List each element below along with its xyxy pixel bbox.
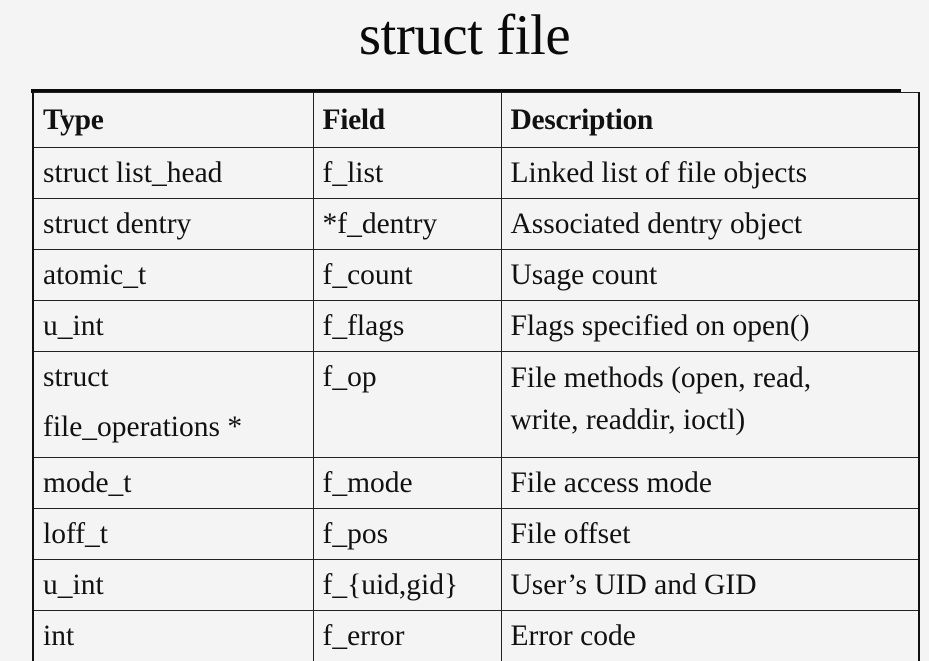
table-row: struct file_operations * f_op File metho… — [32, 351, 920, 458]
field-cell: *f_dentry — [312, 198, 502, 250]
type-cell: struct list_head — [32, 147, 314, 199]
column-header-type: Type — [32, 92, 314, 148]
table-row: struct dentry *f_dentry Associated dentr… — [32, 198, 920, 250]
column-header-description: Description — [500, 92, 920, 148]
description-cell: Associated dentry object — [500, 198, 920, 250]
table-row: int f_error Error code — [32, 610, 920, 661]
table-header-row: Type Field Description — [32, 92, 920, 148]
description-cell: File methods (open, read, write, readdir… — [500, 351, 920, 458]
table-row: u_int f_flags Flags specified on open() — [32, 300, 920, 352]
table-row: atomic_t f_count Usage count — [32, 249, 920, 301]
table-row: mode_t f_mode File access mode — [32, 457, 920, 509]
slide-title: struct file — [358, 4, 571, 67]
description-cell: Usage count — [500, 249, 920, 301]
type-cell: atomic_t — [32, 249, 314, 301]
description-cell-line: write, readdir, ioctl) — [510, 404, 746, 436]
type-cell: u_int — [32, 300, 314, 352]
field-cell: f_op — [312, 351, 502, 458]
field-cell: f_error — [312, 610, 502, 661]
type-cell: struct file_operations * — [32, 351, 314, 458]
table-row: u_int f_{uid,gid} User’s UID and GID — [32, 559, 920, 611]
field-cell: f_pos — [312, 508, 502, 560]
field-cell: f_mode — [312, 457, 502, 509]
description-cell-line: File methods (open, read, — [510, 362, 812, 394]
type-cell-line: file_operations * — [43, 411, 243, 443]
type-cell: loff_t — [32, 508, 314, 560]
table-row: struct list_head f_list Linked list of f… — [32, 147, 920, 199]
field-cell: f_count — [312, 249, 502, 301]
description-cell: File access mode — [500, 457, 920, 509]
field-cell: f_{uid,gid} — [312, 559, 502, 611]
field-cell: f_flags — [312, 300, 502, 352]
struct-file-table: Type Field Description struct list_head … — [32, 92, 920, 661]
type-cell: int — [32, 610, 314, 661]
type-cell: struct dentry — [32, 198, 314, 250]
description-cell: File offset — [500, 508, 920, 560]
description-cell: Error code — [500, 610, 920, 661]
description-cell: Linked list of file objects — [500, 147, 920, 199]
type-cell: mode_t — [32, 457, 314, 509]
type-cell: u_int — [32, 559, 314, 611]
table-top-rule — [31, 89, 901, 93]
column-header-field: Field — [312, 92, 502, 148]
field-cell: f_list — [312, 147, 502, 199]
description-cell: User’s UID and GID — [500, 559, 920, 611]
table-row: loff_t f_pos File offset — [32, 508, 920, 560]
description-cell: Flags specified on open() — [500, 300, 920, 352]
type-cell-line: struct — [43, 361, 109, 393]
